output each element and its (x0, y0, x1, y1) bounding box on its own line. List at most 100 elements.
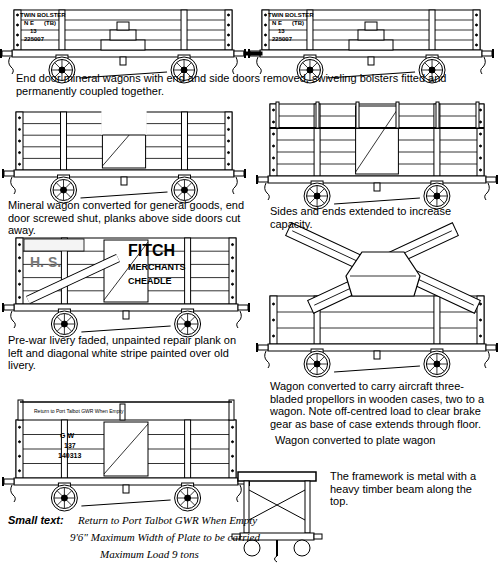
wagon-stroke (234, 51, 244, 56)
wagon-stroke (4, 479, 14, 484)
wagon-stroke (19, 441, 21, 443)
wagon-stroke (16, 420, 236, 478)
wagon-stroke (358, 30, 384, 40)
wagon-stroke (426, 354, 447, 375)
caption-text: End door mineral wagons with end and sid… (16, 72, 486, 97)
wagon-stroke (9, 57, 14, 74)
wagon-stroke (480, 319, 482, 321)
hub-case (346, 252, 420, 296)
wagon-stroke (473, 10, 480, 50)
wagon-stroke (256, 175, 258, 184)
wagon-stroke (19, 140, 21, 142)
wagon-stroke (101, 40, 145, 50)
wagon-stroke (232, 455, 234, 457)
wagon-stroke (102, 135, 145, 136)
wagon-stroke (436, 102, 439, 128)
wagon-stroke (123, 311, 129, 319)
wagon-stroke (244, 169, 246, 178)
wagon-stroke (11, 311, 16, 328)
timber-beam (238, 472, 316, 481)
wagon-stroke (228, 128, 230, 130)
wagon-stroke (237, 311, 242, 328)
wagon-stroke (20, 401, 232, 403)
wagon-stroke (349, 40, 393, 50)
wagon-stroke (14, 170, 234, 177)
cut-away (101, 111, 146, 135)
wagon-stroke (270, 104, 484, 176)
wagon-stroke (434, 361, 440, 367)
wagon-stroke (18, 400, 23, 420)
wagon-stroke (273, 121, 275, 123)
caption-text: Small text: (8, 514, 64, 527)
wagon-lettering: 137 (64, 442, 76, 450)
wagon-stroke (16, 420, 23, 478)
wagon-stroke (185, 238, 191, 304)
small-text-line: 9'6" Maximum Width of Plate to be carrie… (70, 531, 260, 544)
wagon-stroke (476, 44, 478, 46)
wagon-stroke (51, 485, 77, 511)
wagon-stroke (17, 24, 19, 26)
wagon-stroke (249, 490, 305, 520)
small-text-line: Return to Port Talbot GWR When Empty (78, 514, 257, 527)
wagon-lettering: N E (24, 20, 34, 27)
wagon-stroke (482, 51, 492, 56)
wagon-stroke (314, 361, 320, 367)
wagon-stroke (181, 10, 187, 50)
wagon-stroke (265, 351, 270, 368)
wagon-stroke (268, 176, 486, 183)
wagon-stroke (270, 328, 484, 329)
livery-lettering: MERCHANTS (128, 262, 186, 272)
wagon-stroke (429, 10, 435, 50)
wagon-stroke (177, 314, 198, 335)
wagon-stroke (480, 335, 482, 337)
wagon-stroke (273, 109, 275, 111)
wagon-stroke (61, 187, 67, 193)
wagon-stroke (228, 140, 230, 142)
wagon-lettering: Return to Port Talbot GWR When Empty (34, 409, 123, 415)
wagon-stroke (228, 44, 230, 46)
wagon-stroke (257, 57, 262, 74)
wagon-stroke (262, 10, 269, 50)
wagon-stroke (476, 14, 478, 16)
wagon-stroke (268, 344, 486, 351)
wagon-stroke (19, 257, 21, 259)
wagon-lettering: (TB) (292, 20, 304, 27)
wagon-stroke (480, 145, 482, 147)
wagon-stroke (294, 540, 310, 556)
wagon-stroke (228, 14, 230, 16)
wagon-stroke (16, 238, 23, 304)
wagon-stroke (185, 420, 191, 478)
wagon-stroke (19, 270, 21, 272)
caption-text: Pre-war livery faded, unpainted repair p… (8, 334, 253, 372)
wagon-stroke (350, 276, 416, 277)
wagon-stroke (356, 106, 399, 174)
wagon-stroke (11, 485, 16, 502)
wagon-stroke (54, 488, 75, 509)
wagon-stroke (233, 177, 238, 194)
wagon-stroke (305, 481, 310, 533)
wagon-stroke (237, 485, 242, 502)
livery-lettering: FITCH (128, 242, 175, 260)
wagon-stroke (316, 102, 319, 128)
wagon-stroke (123, 485, 129, 493)
wagon-stroke (225, 112, 232, 170)
wagon-stroke (273, 157, 275, 159)
wagon-stroke (476, 34, 478, 36)
livery-lettering: H. S. (30, 254, 61, 270)
wagon-stroke (485, 183, 490, 200)
wagon-lettering: 140313 (58, 452, 81, 460)
wagon-stroke (228, 152, 230, 154)
wagon-stroke (117, 22, 129, 30)
wagon-stroke (232, 244, 234, 246)
wagon-stroke (485, 351, 490, 368)
wagon-stroke (434, 193, 440, 199)
wagon-stroke (480, 157, 482, 159)
wagon-stroke (275, 556, 278, 562)
wagon-lettering: 13 (30, 28, 37, 35)
wagon-stroke (2, 169, 4, 178)
wagon-stroke (424, 351, 450, 377)
wagon-stroke (174, 180, 195, 201)
wagon-stroke (273, 169, 275, 171)
wagon-stroke (185, 321, 191, 327)
wagon-lettering: 225007 (272, 36, 292, 43)
